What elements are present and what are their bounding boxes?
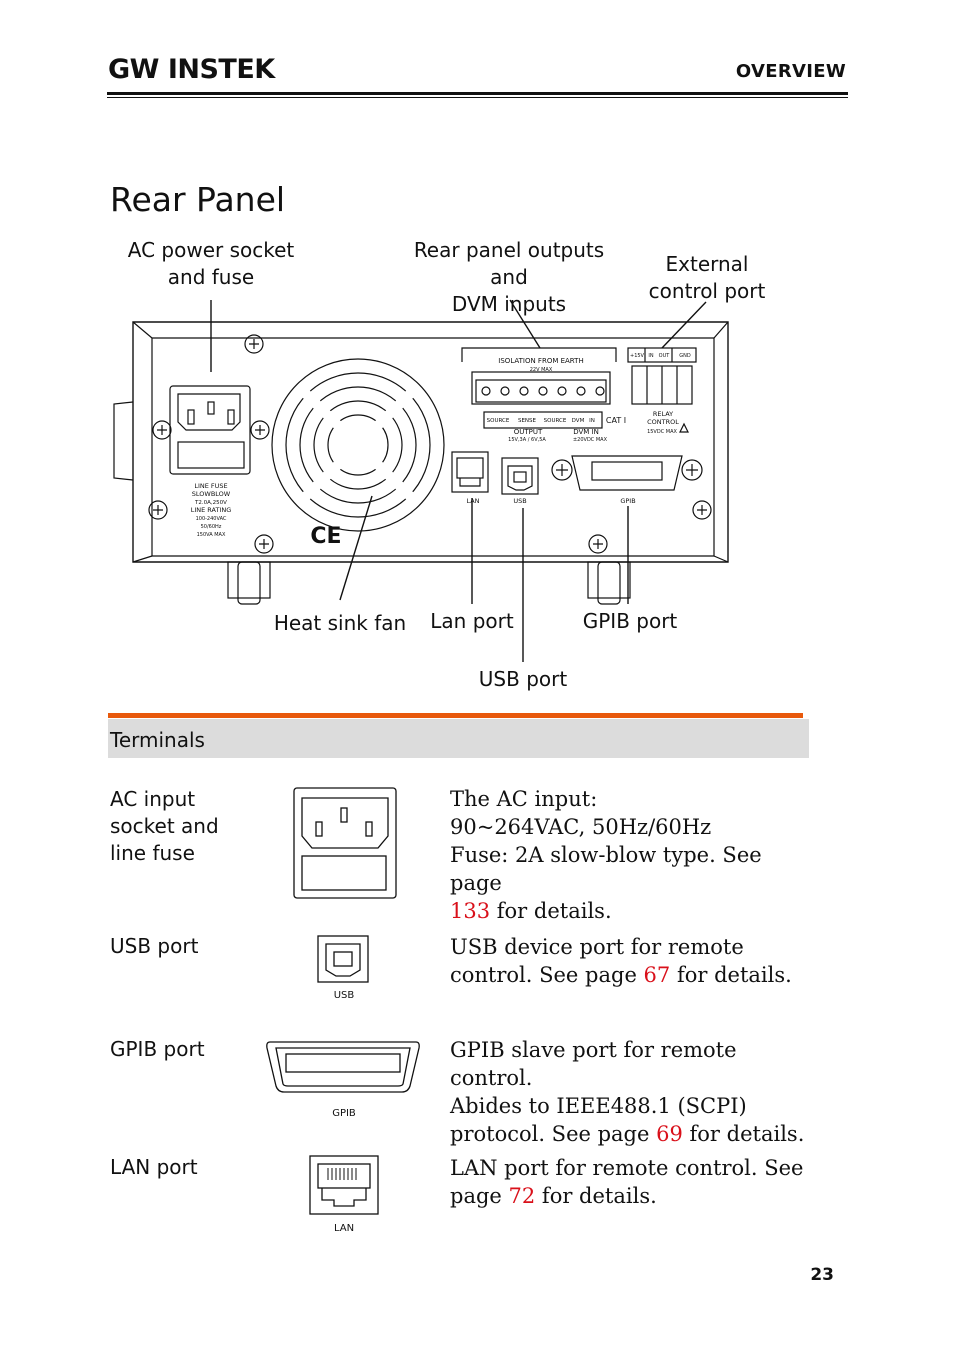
svg-text:USB: USB — [334, 990, 355, 1001]
callout-lan: Lan port — [430, 609, 514, 633]
terminal-desc-ac: The AC input: 90~264VAC, 50Hz/60Hz Fuse:… — [450, 787, 762, 923]
panel-isolation: ISOLATION FROM EARTH — [498, 357, 583, 365]
terminal-label-lan: LAN port — [110, 1155, 198, 1179]
svg-text:SOURCE: SOURCE — [487, 418, 510, 424]
svg-text:50/60Hz: 50/60Hz — [201, 524, 222, 530]
callout-heat-sink: Heat sink fan — [273, 611, 407, 635]
terminal-label-usb: USB port — [110, 934, 199, 958]
page-ref-link[interactable]: 133 — [450, 899, 491, 923]
brand-logo: GW INSTEK — [108, 54, 275, 85]
section-accent-bar — [108, 713, 803, 718]
svg-text:RELAY: RELAY — [653, 410, 673, 418]
terminal-label-ac: AC input socket and line fuse — [110, 787, 219, 865]
svg-text:DVM: DVM — [572, 418, 585, 424]
terminals-heading-band: Terminals — [108, 719, 809, 758]
terminal-desc-lan: LAN port for remote control. See page 72… — [450, 1156, 804, 1208]
svg-text:CAT I: CAT I — [606, 416, 626, 425]
page-number: 23 — [810, 1265, 834, 1285]
section-title: OVERVIEW — [735, 61, 846, 82]
page-ref-link[interactable]: 72 — [508, 1184, 536, 1208]
svg-text:100-240VAC: 100-240VAC — [196, 516, 227, 522]
svg-text:IN: IN — [648, 353, 653, 359]
svg-text:IN: IN — [589, 418, 595, 424]
svg-text:SENSE: SENSE — [518, 418, 537, 424]
svg-text:CONTROL: CONTROL — [647, 418, 679, 426]
callout-gpib: GPIB port — [582, 609, 678, 633]
svg-text:USB: USB — [513, 497, 526, 505]
terminal-label-gpib: GPIB port — [110, 1037, 205, 1061]
svg-text:GND: GND — [679, 353, 691, 359]
svg-text:LAN: LAN — [334, 1223, 354, 1234]
svg-text:150VA MAX: 150VA MAX — [197, 532, 226, 538]
terminal-desc-usb: USB device port for remote control. See … — [450, 935, 792, 987]
svg-text:LINE FUSE: LINE FUSE — [194, 482, 227, 490]
svg-text:+15V: +15V — [630, 353, 645, 359]
svg-text:15V,3A / 6V,5A: 15V,3A / 6V,5A — [508, 437, 546, 443]
header-rule-thin — [107, 97, 848, 98]
ce-mark: CE — [310, 524, 341, 549]
callout-usb: USB port — [478, 667, 568, 691]
svg-text:OUT: OUT — [659, 353, 671, 359]
svg-text:15VDC MAX: 15VDC MAX — [647, 429, 677, 435]
svg-text:GPIB: GPIB — [332, 1108, 356, 1119]
svg-text:OUTPUT: OUTPUT — [514, 428, 543, 436]
screw-icon — [148, 334, 712, 554]
svg-text:SOURCE: SOURCE — [544, 418, 567, 424]
svg-text:LAN: LAN — [466, 497, 479, 505]
svg-text:T2.0A,250V: T2.0A,250V — [194, 500, 227, 506]
svg-text:22V MAX: 22V MAX — [530, 367, 553, 373]
page-ref-link[interactable]: 69 — [656, 1122, 683, 1146]
ac-socket-icon — [293, 787, 397, 899]
terminals-heading: Terminals — [110, 728, 205, 752]
lan-port-icon: LAN — [309, 1155, 379, 1234]
svg-text:±20VDC MAX: ±20VDC MAX — [573, 437, 608, 443]
svg-text:GPIB: GPIB — [620, 497, 635, 505]
gpib-port-icon: GPIB — [266, 1041, 420, 1119]
page-title: Rear Panel — [110, 180, 286, 219]
svg-text:DVM IN: DVM IN — [573, 428, 599, 436]
usb-port-icon: USB — [317, 935, 369, 1001]
terminal-desc-gpib: GPIB slave port for remote control. Abid… — [450, 1038, 805, 1146]
svg-text:SLOWBLOW: SLOWBLOW — [192, 490, 231, 498]
header-rule — [107, 92, 848, 95]
svg-text:LINE RATING: LINE RATING — [191, 506, 232, 514]
page-ref-link[interactable]: 67 — [643, 963, 671, 987]
